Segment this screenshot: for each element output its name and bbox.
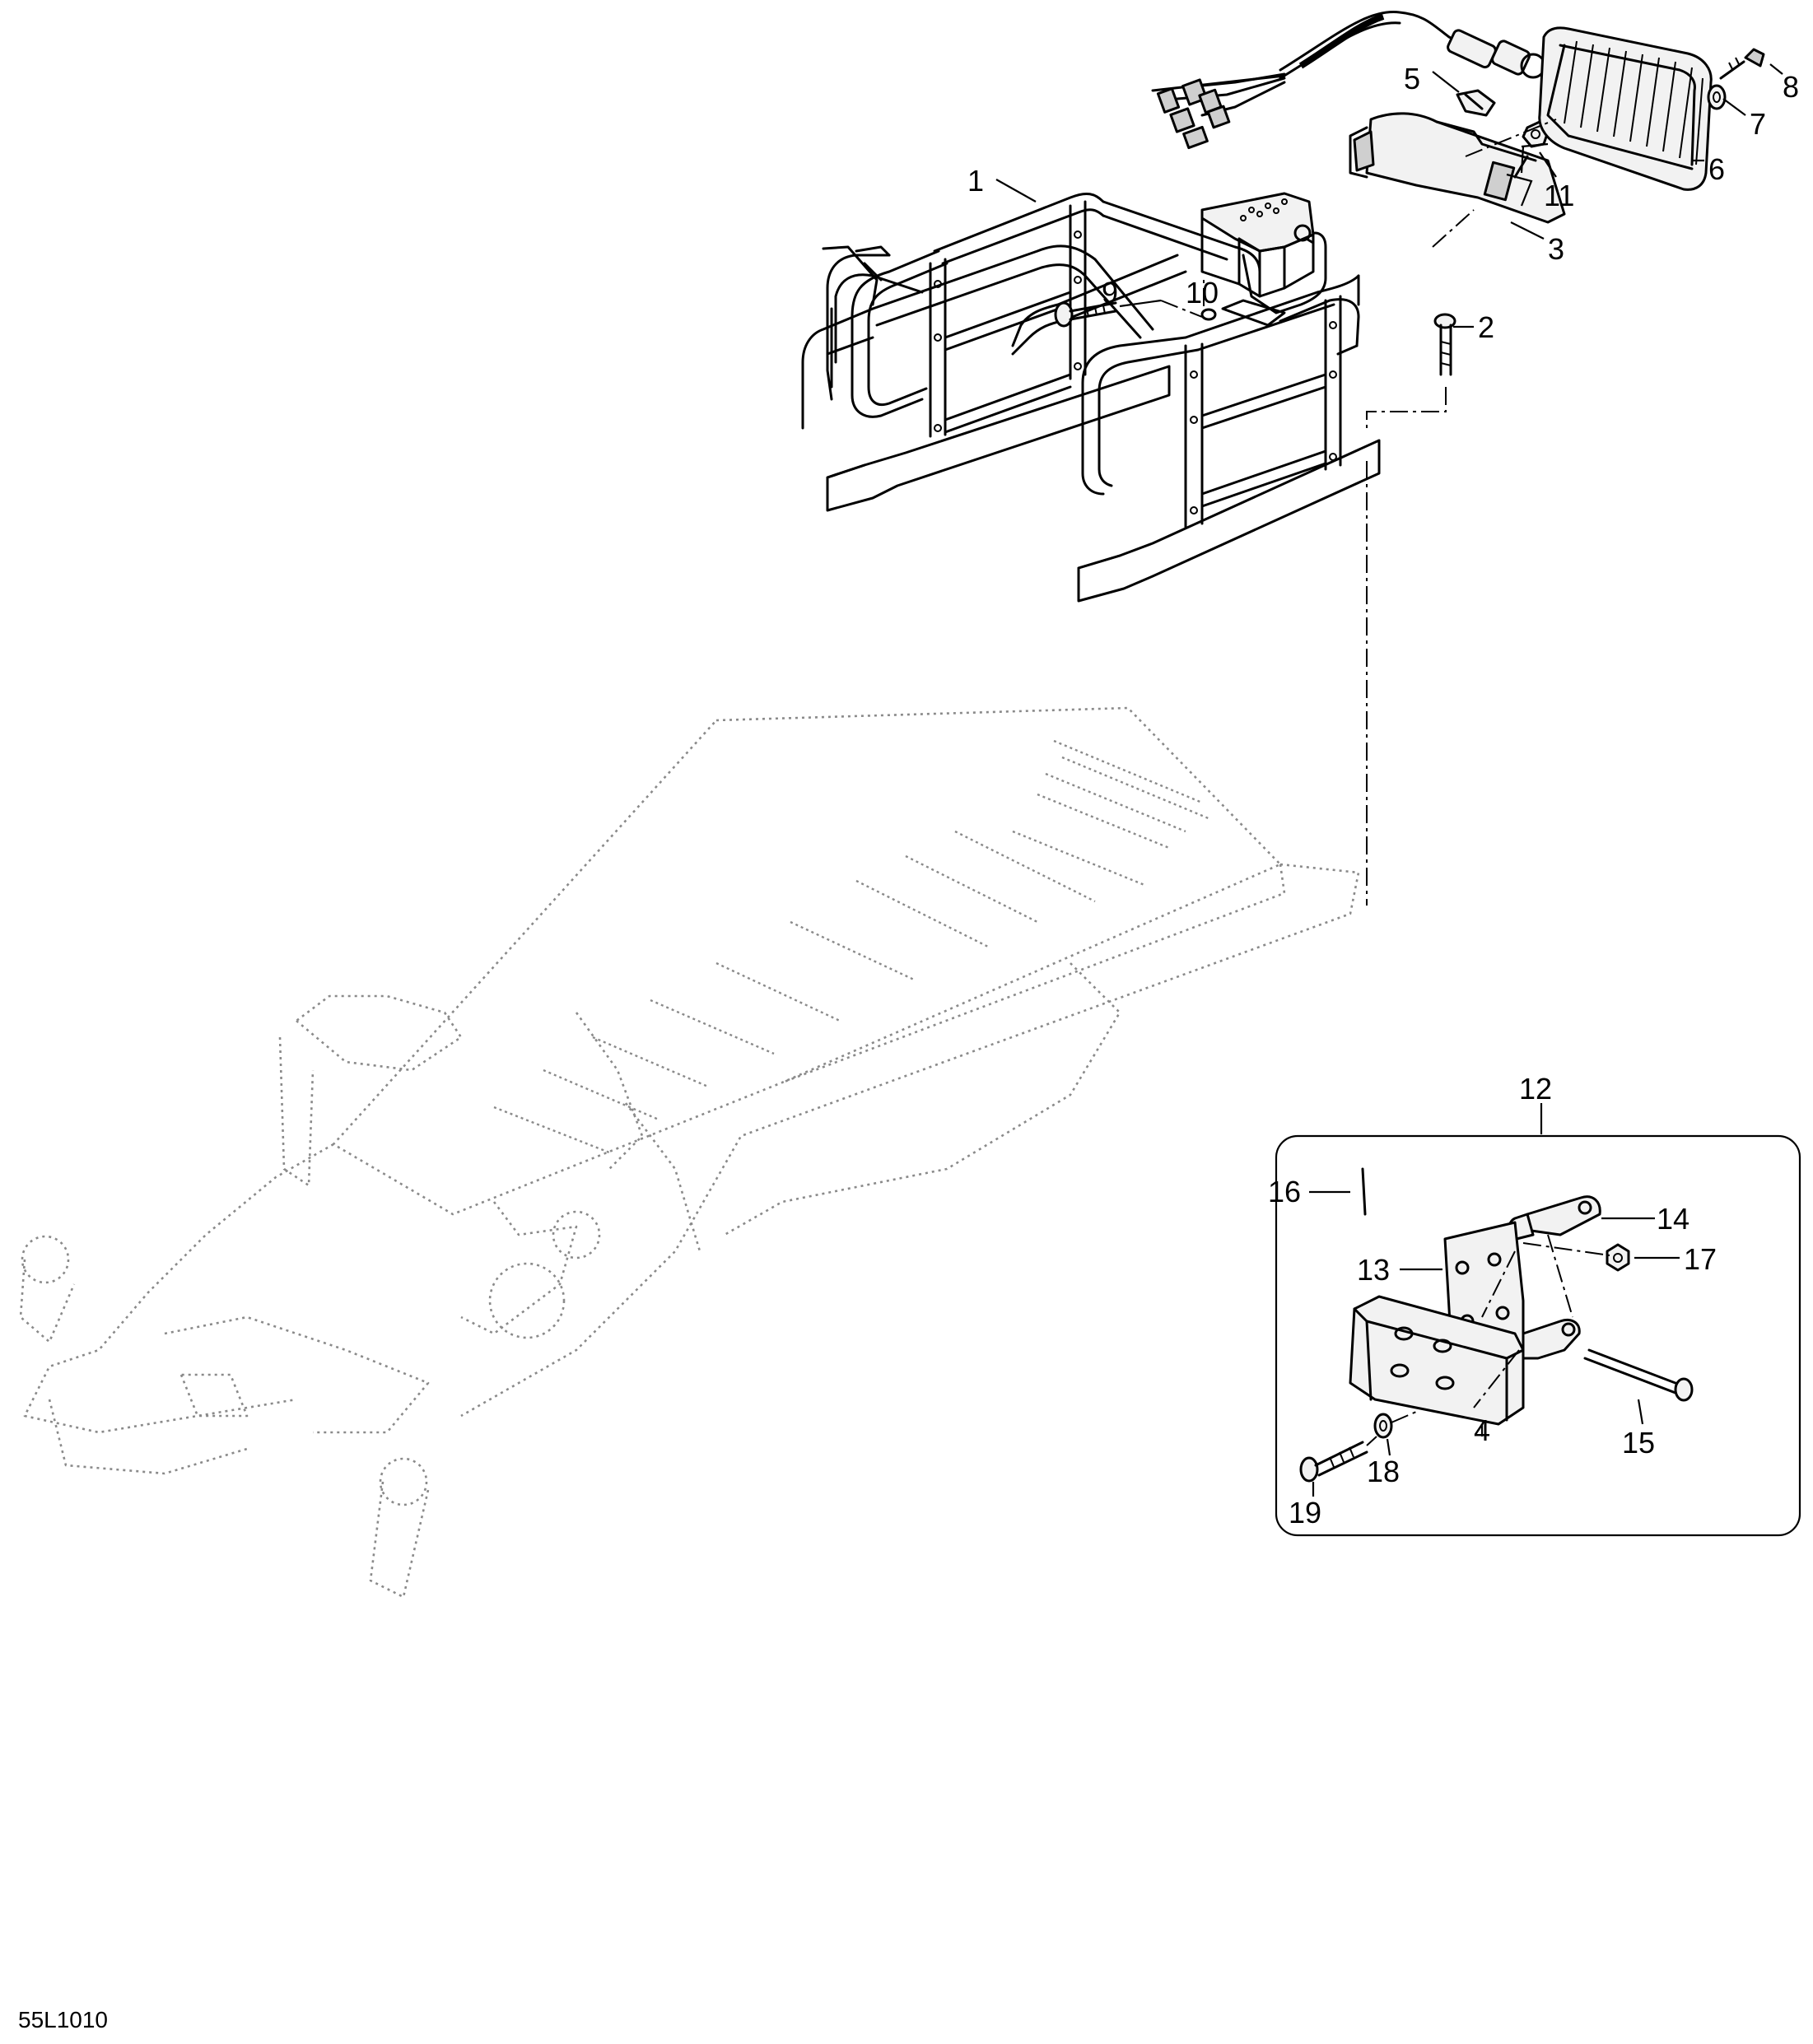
callout-7: 7 — [1750, 107, 1766, 141]
callout-9: 9 — [1102, 276, 1118, 310]
ghost-chassis — [19, 706, 1360, 1599]
callout-2: 2 — [1478, 310, 1494, 344]
kit-frame — [1275, 1134, 1801, 1537]
luggage-rack — [801, 192, 1381, 603]
callout-16: 16 — [1268, 1175, 1301, 1208]
rack-hardware — [1054, 119, 1557, 906]
taillight-assembly — [1151, 11, 1765, 224]
callout-18: 18 — [1367, 1455, 1400, 1488]
callout-5: 5 — [1404, 62, 1420, 95]
tunnel-slots — [493, 739, 1211, 1154]
hitch-kit — [1275, 1134, 1801, 1537]
callout-13: 13 — [1357, 1253, 1390, 1287]
diagram-code: 55L1010 — [18, 2007, 108, 2032]
callout-14: 14 — [1657, 1202, 1689, 1236]
callout-10: 10 — [1186, 276, 1219, 310]
callout-6: 6 — [1708, 152, 1725, 186]
callout-11: 11 — [1544, 179, 1574, 212]
kit-group-label: 12 — [1519, 1072, 1552, 1106]
callout-17: 17 — [1684, 1242, 1717, 1276]
callout-19: 19 — [1289, 1496, 1321, 1530]
callout-8: 8 — [1783, 70, 1799, 104]
callout-labels: 1 2 3 4 5 6 7 8 9 10 11 12 13 14 15 16 1… — [967, 62, 1799, 1530]
callout-1: 1 — [967, 164, 984, 198]
callout-4: 4 — [1474, 1413, 1490, 1447]
callout-15: 15 — [1622, 1426, 1655, 1460]
callout-3: 3 — [1548, 232, 1564, 266]
lens-ribs — [1564, 40, 1703, 165]
leader-lines — [995, 63, 1783, 1497]
